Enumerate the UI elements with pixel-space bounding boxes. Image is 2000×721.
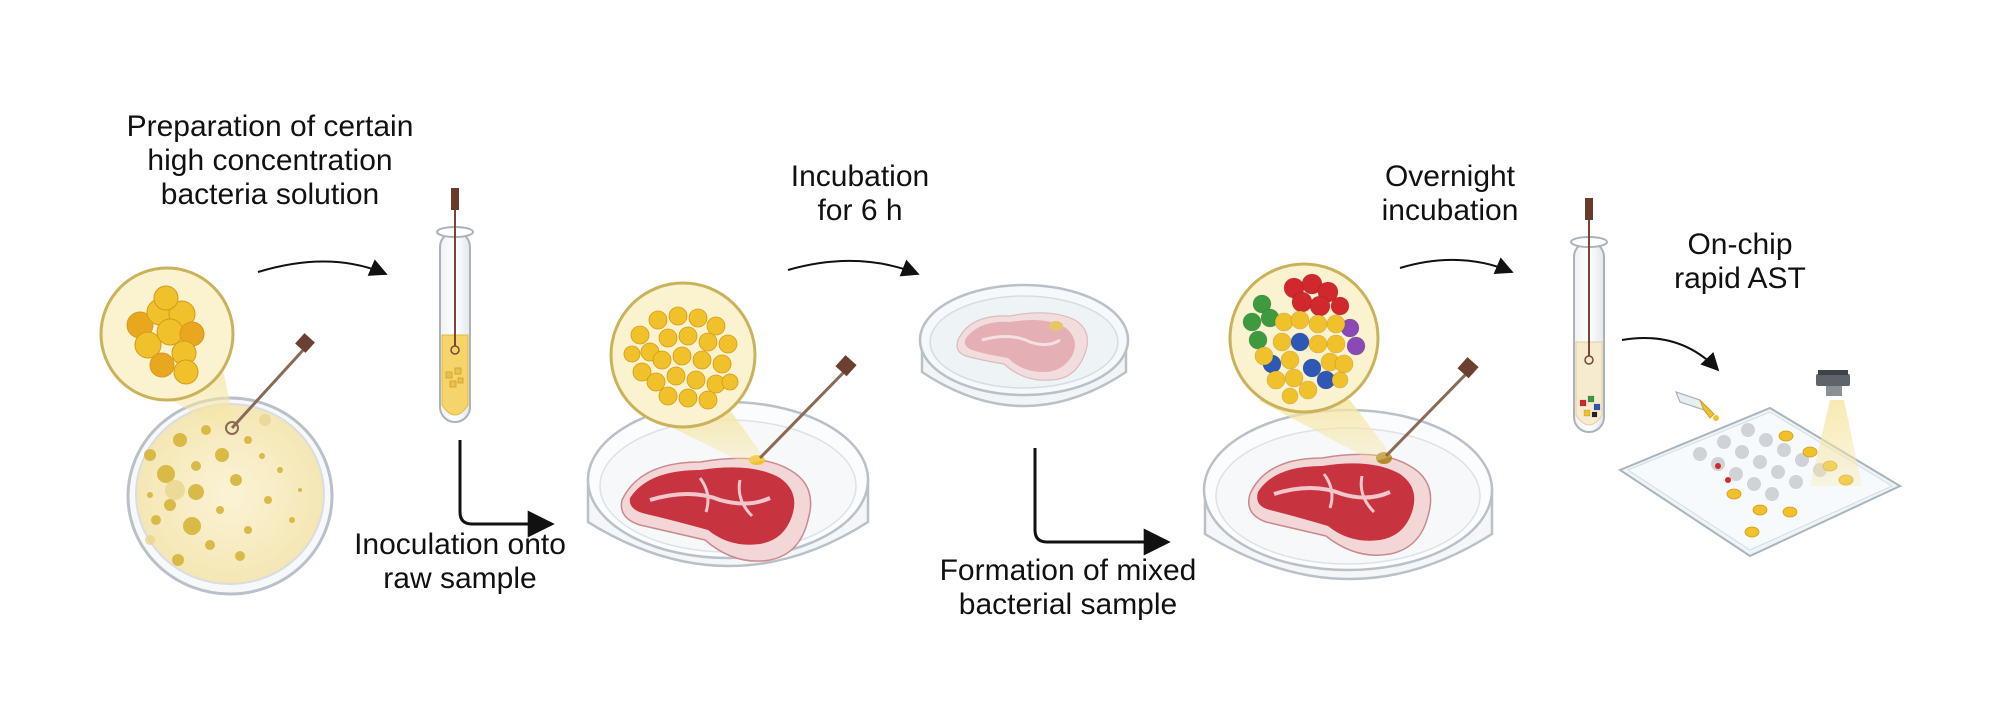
label-formation-line2: bacterial sample bbox=[958, 588, 1178, 621]
magnifier-lens-icon bbox=[1228, 262, 1392, 462]
label-preparation-line2: high concentration bbox=[147, 144, 393, 177]
label-inoculation: Inoculation onto raw sample bbox=[332, 528, 588, 596]
label-formation: Formation of mixed bacterial sample bbox=[908, 554, 1228, 622]
pipette-icon bbox=[1674, 391, 1719, 421]
inoculation-loop-icon bbox=[758, 355, 857, 460]
inoculation-loop-icon bbox=[225, 333, 315, 435]
raw-meat-icon bbox=[956, 312, 1089, 381]
camera-icon bbox=[1810, 370, 1862, 486]
magnifier-lens-icon bbox=[99, 266, 236, 432]
arrow-formation bbox=[1033, 448, 1171, 556]
arrow-to-tube bbox=[257, 259, 388, 276]
label-onchip: On-chip rapid AST bbox=[1640, 228, 1840, 296]
label-formation-line1: Formation of mixed bbox=[939, 554, 1197, 587]
raw-meat-icon bbox=[1248, 452, 1432, 556]
label-onchip-line1: On-chip bbox=[1687, 228, 1793, 261]
label-inoculation-line2: raw sample bbox=[383, 562, 537, 595]
label-overnight-line2: incubation bbox=[1381, 194, 1519, 227]
test-tube-icon bbox=[436, 188, 474, 423]
label-overnight-line1: Overnight bbox=[1384, 160, 1516, 193]
label-preparation-line1: Preparation of certain bbox=[126, 110, 414, 143]
label-preparation: Preparation of certain high concentratio… bbox=[100, 110, 440, 212]
agar-plate-icon bbox=[126, 396, 334, 596]
arrow-to-incubation bbox=[787, 259, 920, 277]
label-onchip-line2: rapid AST bbox=[1674, 262, 1806, 295]
label-inoculation-line1: Inoculation onto bbox=[354, 528, 566, 561]
magnifier-lens-icon bbox=[609, 281, 766, 464]
label-incubation-6h: Incubation for 6 h bbox=[760, 160, 960, 228]
label-preparation-line3: bacteria solution bbox=[160, 178, 380, 211]
inoculation-loop-icon bbox=[1384, 357, 1479, 458]
arrow-to-chip bbox=[1621, 337, 1720, 372]
arrow-to-overnight bbox=[1399, 257, 1514, 274]
label-incubation-line1: Incubation bbox=[790, 160, 930, 193]
label-incubation-line2: for 6 h bbox=[817, 194, 903, 227]
test-tube-icon bbox=[1570, 198, 1608, 433]
label-overnight: Overnight incubation bbox=[1350, 160, 1550, 228]
arrow-inoculation bbox=[458, 440, 555, 538]
